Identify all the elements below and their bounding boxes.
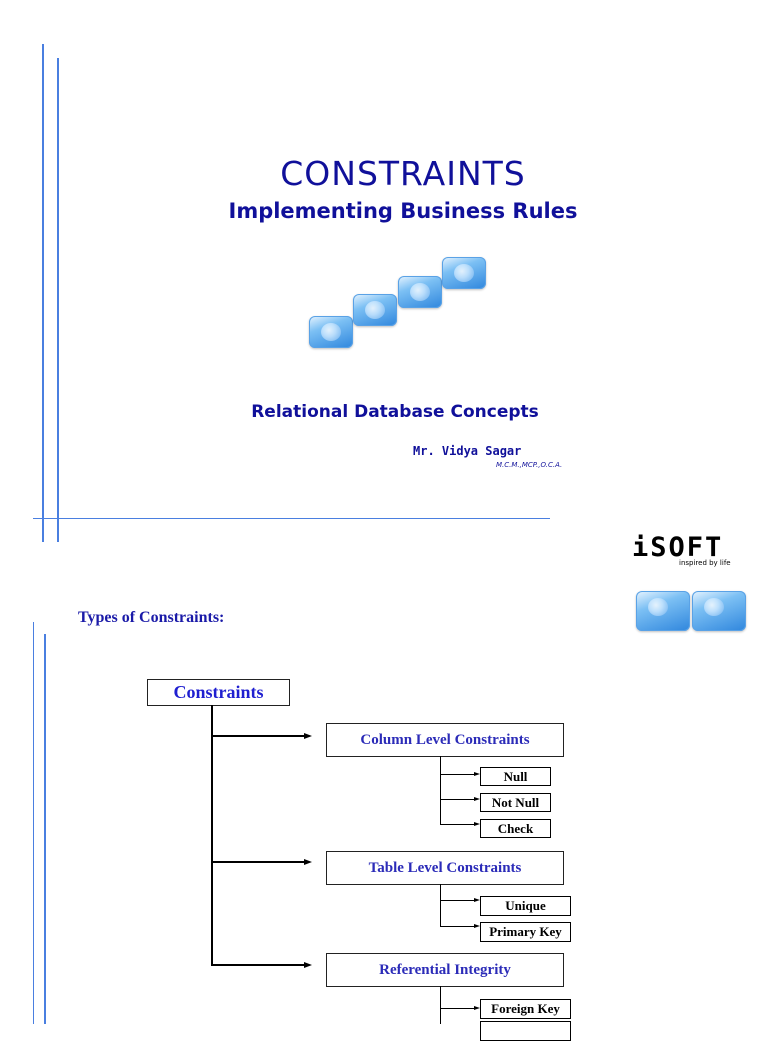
author-name: Mr. Vidya Sagar <box>413 444 522 458</box>
sub-connector <box>440 799 474 800</box>
unique-box: Unique <box>480 896 571 916</box>
constraints-root-box: Constraints <box>147 679 290 706</box>
course-title: Relational Database Concepts <box>251 402 539 422</box>
arrow-icon <box>474 1006 480 1010</box>
primary-key-box: Primary Key <box>480 922 571 942</box>
next-item-box-partial <box>480 1021 571 1041</box>
sub-trunk <box>440 884 441 927</box>
sub-connector <box>440 824 474 825</box>
isoft-logo-tagline: inspired by life <box>679 559 731 567</box>
isoft-logo: iSOFT <box>632 532 724 563</box>
sub-connector <box>440 926 474 927</box>
arrow-icon <box>304 733 312 739</box>
slide-border-line <box>42 44 44 542</box>
check-box: Check <box>480 819 551 838</box>
slide-border-line <box>33 622 34 1024</box>
arrow-icon <box>474 924 480 928</box>
sub-connector <box>440 1008 474 1009</box>
slide-title: CONSTRAINTS <box>280 154 526 193</box>
table-level-box: Table Level Constraints <box>326 851 564 885</box>
sub-connector <box>440 774 474 775</box>
globe-icon <box>309 316 353 348</box>
arrow-icon <box>474 822 480 826</box>
globe-icon <box>398 276 442 308</box>
globe-icon <box>353 294 397 326</box>
branch-connector <box>211 861 305 863</box>
slide-subtitle: Implementing Business Rules <box>228 199 578 223</box>
arrow-icon <box>474 772 480 776</box>
globe-icon <box>442 257 486 289</box>
referential-integrity-box: Referential Integrity <box>326 953 564 987</box>
sub-trunk <box>440 986 441 1024</box>
author-qualifications: M.C.M.,MCP.,O.C.A. <box>496 461 563 469</box>
null-box: Null <box>480 767 551 786</box>
arrow-icon <box>304 859 312 865</box>
arrow-icon <box>474 797 480 801</box>
sub-connector <box>440 900 474 901</box>
slide-border-line <box>57 58 59 542</box>
tree-trunk <box>211 705 213 966</box>
globe-icon <box>636 591 690 631</box>
branch-connector <box>211 735 305 737</box>
arrow-icon <box>304 962 312 968</box>
section-heading: Types of Constraints: <box>78 609 225 626</box>
arrow-icon <box>474 898 480 902</box>
branch-connector <box>211 964 305 966</box>
slide-border-line <box>44 634 46 1024</box>
globe-icon <box>692 591 746 631</box>
not-null-box: Not Null <box>480 793 551 812</box>
slide-bottom-rule <box>33 518 550 519</box>
column-level-box: Column Level Constraints <box>326 723 564 757</box>
foreign-key-box: Foreign Key <box>480 999 571 1019</box>
sub-trunk <box>440 756 441 825</box>
